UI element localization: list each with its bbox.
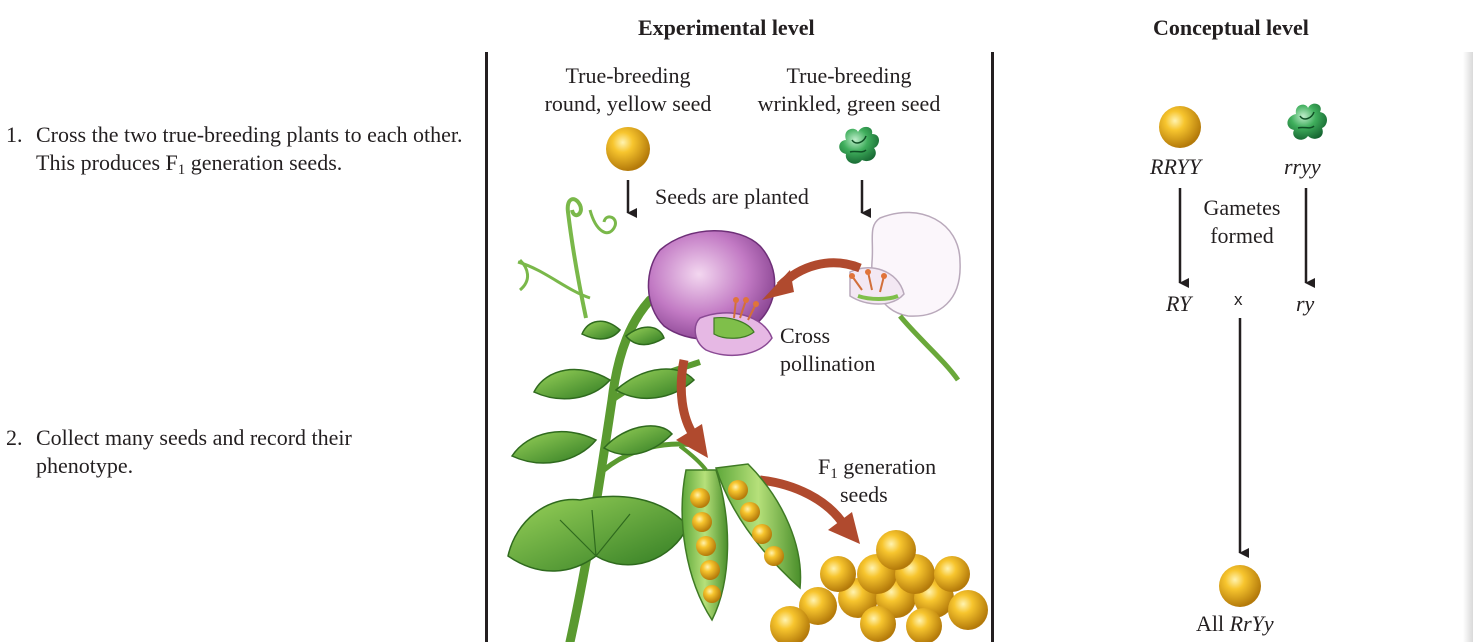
conceptual-green-seed-icon [1287,104,1327,140]
genotype-left: RRYY [1150,153,1201,181]
pea-pod-left [682,470,727,620]
offspring-prefix: All [1196,611,1230,636]
offspring-seed-icon [1219,565,1261,607]
gamete-right: ry [1296,290,1314,318]
f1-suffix: generation [838,454,936,479]
offspring-label: All RrYy [1196,610,1274,638]
gametes-formed-label: Gametes formed [1186,194,1298,250]
f1-sub: 1 [830,466,838,482]
parent-left-line2: round, yellow seed [522,90,734,118]
round-yellow-seed-icon [606,127,650,171]
purple-flower-illustration [648,231,774,356]
offspring-genotype: RrYy [1230,611,1274,636]
gametes-line1: Gametes [1186,194,1298,222]
cross-label-line2: pollination [780,350,875,378]
parent-right-line2: wrinkled, green seed [736,90,962,118]
seeds-planted-label: Seeds are planted [655,183,809,211]
gamete-left: RY [1166,290,1191,318]
pollination-arrow [762,263,860,300]
f1-prefix: F [818,454,830,479]
cross-pollination-label: Cross pollination [780,322,875,378]
wrinkled-green-seed-icon [839,127,879,164]
cross-label-line1: Cross [780,322,875,350]
conceptual-yellow-seed-icon [1159,106,1201,148]
f1-seeds-label: F1 generation seeds [818,453,936,509]
cross-symbol: x [1234,290,1243,310]
f1-line2: seeds [818,481,936,509]
genotype-right: rryy [1284,153,1321,181]
f1-seed-pile-icon [770,530,988,642]
parent-left-label: True-breeding round, yellow seed [522,62,734,118]
parent-right-line1: True-breeding [736,62,962,90]
gametes-line2: formed [1186,222,1298,250]
parent-right-label: True-breeding wrinkled, green seed [736,62,962,118]
parent-left-line1: True-breeding [522,62,734,90]
